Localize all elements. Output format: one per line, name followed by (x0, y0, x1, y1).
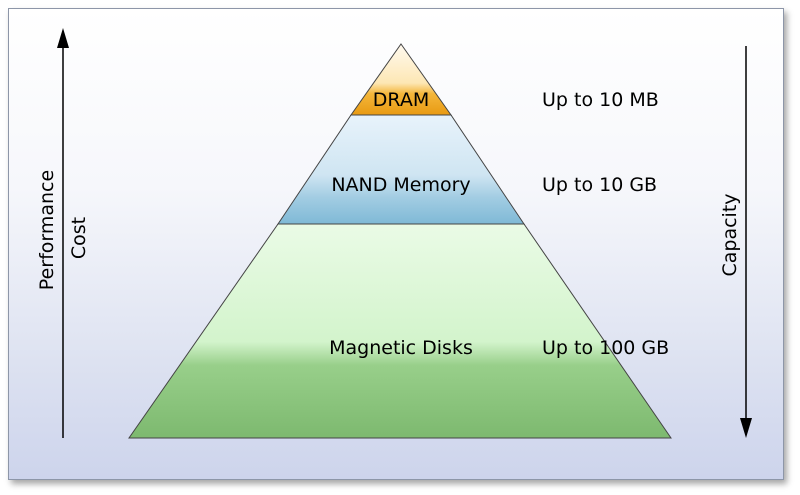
capacity-label: Capacity (719, 193, 741, 276)
nand-tier (277, 114, 525, 225)
disk-tier (128, 223, 672, 439)
disk-capacity: Up to 100 GB (542, 337, 669, 359)
nand-capacity: Up to 10 GB (542, 174, 657, 196)
performance-arrow-head-icon (57, 28, 69, 48)
capacity-arrow-head-icon (740, 418, 752, 438)
cost-label: Cost (68, 217, 90, 259)
dram-label: DRAM (373, 89, 429, 111)
performance-label: Performance (36, 170, 58, 290)
disk-label: Magnetic Disks (329, 337, 473, 359)
nand-label: NAND Memory (331, 174, 470, 196)
dram-capacity: Up to 10 MB (542, 89, 659, 111)
